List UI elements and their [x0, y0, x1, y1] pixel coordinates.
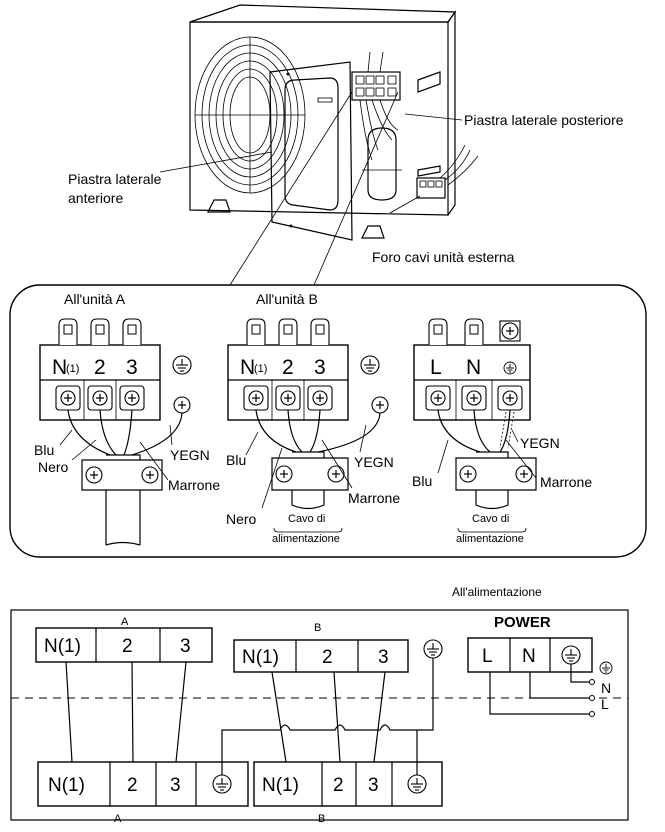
unit-a-wire-ground: YEGN [170, 447, 210, 463]
unit-b-wire-ground: YEGN [354, 454, 394, 470]
indoor-a-term-3: 3 [170, 775, 181, 796]
ground-bus [221, 658, 434, 775]
unit-b-cable-1: Cavo di [288, 513, 325, 525]
indoor-a-ground-icon [212, 774, 232, 794]
outdoor-a-term-2: 2 [122, 636, 133, 657]
unit-b-wire-blue: Blu [226, 452, 246, 468]
power-term-l: L [430, 356, 442, 379]
label-front-plate-1: Piastra laterale [68, 171, 162, 187]
indoor-b-term-1: N(1) [262, 775, 299, 796]
wires-b [271, 671, 386, 763]
power-supply-label: All'alimentazione [452, 585, 542, 599]
unit-b-term-3: 3 [314, 356, 326, 379]
outdoor-b-term-1: N(1) [242, 647, 279, 668]
indoor-a-label: A [114, 813, 122, 825]
indoor-a-term-1: N(1) [48, 775, 85, 796]
indoor-b-ground-icon [407, 774, 427, 794]
label-rear-plate: Piastra laterale posteriore [464, 112, 624, 128]
power-wire-ground: YEGN [520, 435, 560, 451]
supply-l-label: L [601, 696, 609, 712]
power-cable-2: alimentazione [456, 533, 524, 545]
unit-a-term-n: N [52, 356, 67, 379]
power-term-n: N [466, 356, 481, 379]
indoor-b-term-2: 2 [333, 775, 344, 796]
power-term-n-schem: N [522, 646, 536, 667]
outdoor-b-ground-icon [423, 639, 443, 659]
unit-a-wire-blue: Blu [34, 442, 54, 458]
unit-b-wire-black: Nero [226, 511, 257, 527]
detail-zoom-lines [229, 91, 399, 286]
power-title: POWER [494, 614, 551, 631]
unit-b-title: All'unità B [256, 291, 318, 307]
unit-a-wire-brown: Marrone [168, 477, 220, 493]
outdoor-terminal-a: A N(1) 2 3 [35, 616, 213, 663]
unit-a-title: All'unità A [64, 291, 126, 307]
outdoor-b-term-3: 3 [378, 647, 389, 668]
power-term-l-schem: L [482, 646, 493, 667]
indoor-terminal-a: N(1) 2 3 A [37, 761, 249, 825]
power-cable-1: Cavo di [472, 513, 509, 525]
power-wire-blue: Blu [412, 473, 432, 489]
outdoor-a-term-1: N(1) [44, 636, 81, 657]
unit-a-term-1: (1) [66, 363, 79, 375]
supply-n-label: N [601, 680, 611, 696]
outdoor-terminal-b: B N(1) 2 3 [233, 622, 443, 673]
outdoor-unit-illustration [159, 4, 479, 241]
indoor-a-term-2: 2 [127, 775, 138, 796]
supply-ground-icon [599, 661, 613, 675]
indoor-b-term-3: 3 [368, 775, 379, 796]
power-wire-brown: Marrone [540, 474, 592, 490]
label-cable-hole: Foro cavi unità esterna [372, 249, 515, 265]
detail-power: L N Blu Marrone YEGN Cavo di alimentazio… [412, 318, 592, 545]
outdoor-b-term-2: 2 [322, 647, 333, 668]
outdoor-b-label: B [314, 622, 321, 634]
detail-unit-b: All'unità B N (1) 2 3 Blu Nero Marrone [226, 291, 400, 545]
outdoor-a-label: A [121, 616, 129, 628]
unit-b-term-n: N [240, 356, 255, 379]
label-front-plate-2: anteriore [68, 190, 123, 206]
indoor-b-label: B [318, 813, 325, 825]
unit-b-cable-2: alimentazione [272, 533, 340, 545]
unit-b-term-1: (1) [254, 363, 267, 375]
unit-a-wire-black: Nero [38, 459, 69, 475]
indoor-terminal-b: N(1) 2 3 B [253, 761, 443, 825]
power-terminal: POWER L N N L [467, 614, 613, 717]
outdoor-a-term-3: 3 [180, 636, 191, 657]
detail-unit-a: All'unità A N (1) 2 3 Blu Nero M [34, 291, 220, 546]
unit-a-term-2: 2 [94, 356, 106, 379]
power-ground-icon [561, 645, 581, 665]
unit-b-term-2: 2 [282, 356, 294, 379]
wires-a [65, 661, 187, 763]
unit-a-term-3: 3 [126, 356, 138, 379]
unit-b-wire-brown: Marrone [348, 490, 400, 506]
